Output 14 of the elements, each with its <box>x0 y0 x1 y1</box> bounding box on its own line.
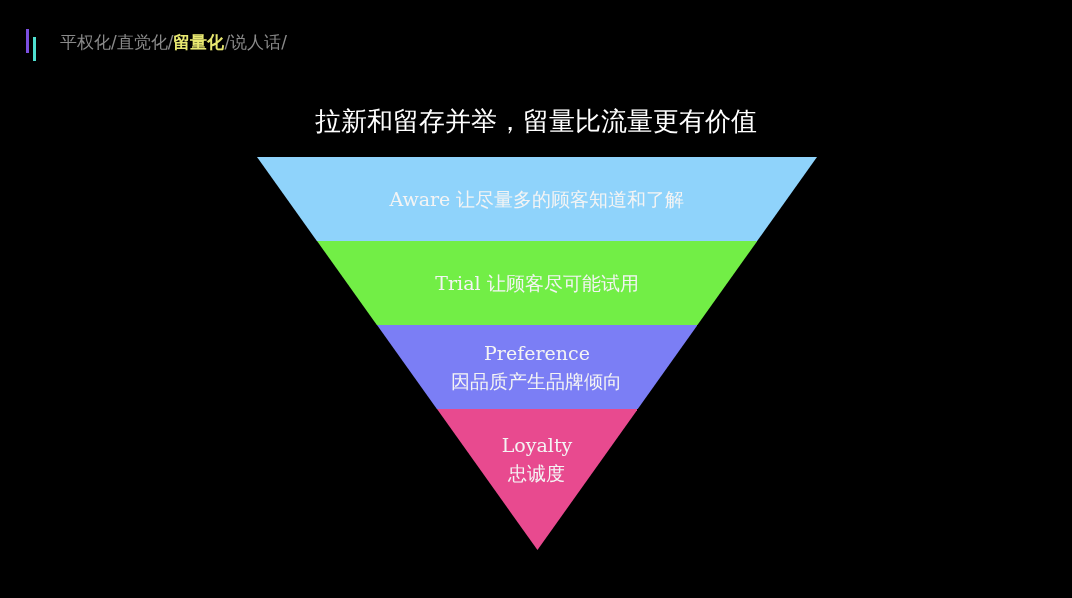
band-label: Preference <box>483 341 591 366</box>
breadcrumb-text: /说人话/ <box>224 32 287 52</box>
band-label: Aware 让尽量多的顾客知道和了解 <box>388 187 686 212</box>
funnel-band <box>316 241 758 325</box>
band-label: Trial 让顾客尽可能试用 <box>434 271 640 296</box>
band-label: Loyalty <box>500 433 574 458</box>
band-label: 忠诚度 <box>507 461 567 486</box>
funnel-band <box>257 157 817 241</box>
funnel-band <box>436 409 638 550</box>
funnel-band <box>376 325 698 409</box>
breadcrumb-text: 留量化 <box>173 32 225 52</box>
breadcrumb-text: 平权化/直觉化/ <box>60 32 174 52</box>
band-label: 因品质产生品牌倾向 <box>450 369 624 394</box>
title: 拉新和留存并举，留量比流量更有价值 <box>314 105 758 138</box>
